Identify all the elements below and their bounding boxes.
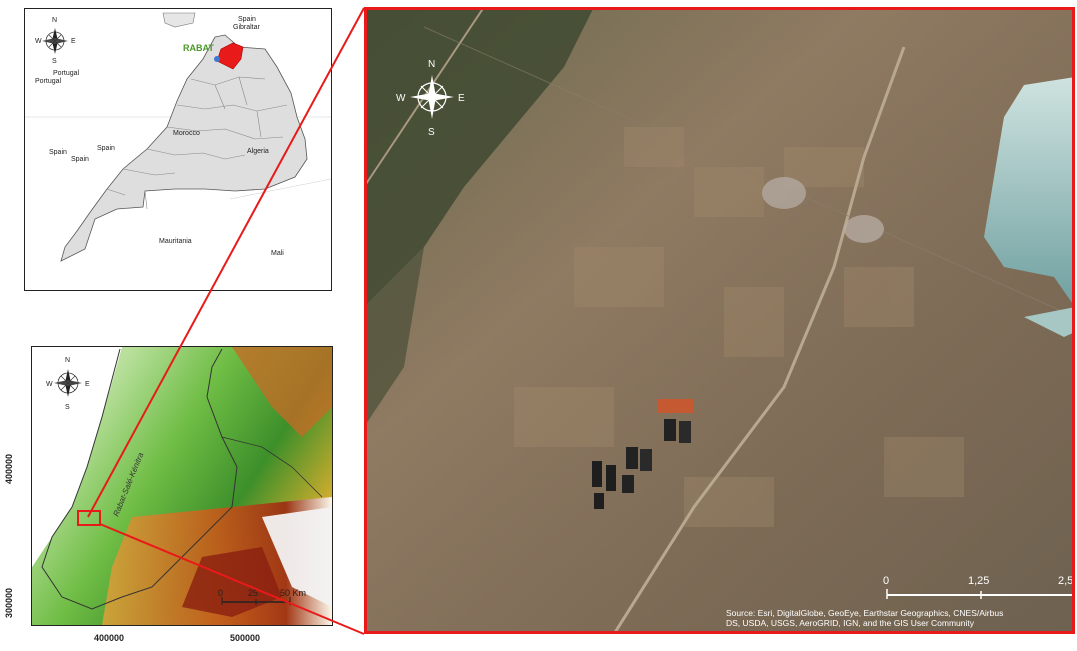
compass-w: W xyxy=(46,381,53,388)
overview-map: N S W E RABAT Spain Gibraltar Portugal P… xyxy=(25,12,331,262)
reservoir-water xyxy=(984,77,1072,303)
iberia-shape xyxy=(162,12,196,28)
rabat-label: RABAT xyxy=(183,43,214,53)
scale-end: 50 Km xyxy=(280,588,306,598)
satellite-image: N S W E 0 1,25 2,5 Source: Esri, Digital… xyxy=(367,10,1073,631)
label-mauritania: Mauritania xyxy=(159,238,192,245)
satellite-map-panel: N S W E 0 1,25 2,5 Source: Esri, Digital… xyxy=(364,7,1075,634)
label-portugal-1: Portugal xyxy=(53,70,80,77)
label-portugal-2: Portugal xyxy=(35,78,62,85)
label-spain-b: Spain xyxy=(71,156,89,163)
compass-e: E xyxy=(85,381,90,388)
y-tick-300000: 300000 xyxy=(4,587,15,619)
compass-rose-icon xyxy=(42,28,68,54)
compass-e: E xyxy=(458,93,465,104)
scale-mid: 25 xyxy=(248,588,258,598)
label-spain-a: Spain xyxy=(49,149,67,156)
greenhouse-cluster xyxy=(592,399,694,509)
scale-end: 2,5 xyxy=(1058,575,1073,587)
label-spain-c: Spain xyxy=(97,145,115,152)
compass-rose-icon xyxy=(410,75,454,119)
attribution-line-1: Source: Esri, DigitalGlobe, GeoEye, Eart… xyxy=(726,608,1003,618)
label-morocco: Morocco xyxy=(173,130,200,137)
scale-zero: 0 xyxy=(883,575,889,587)
attribution-line-2: DS, USDA, USGS, AeroGRID, IGN, and the G… xyxy=(726,618,975,628)
label-spain-gibraltar-1: Spain xyxy=(238,16,256,23)
y-tick-400000: 400000 xyxy=(4,453,15,485)
x-tick-500000: 500000 xyxy=(230,633,261,643)
overview-map-panel: N S W E RABAT Spain Gibraltar Portugal P… xyxy=(24,8,332,291)
compass-w: W xyxy=(396,93,406,104)
compass-n: N xyxy=(65,357,70,364)
scale-mid: 1,25 xyxy=(968,575,989,587)
rabat-marker xyxy=(214,56,220,62)
label-algeria: Algeria xyxy=(247,148,269,155)
compass-w: W xyxy=(35,38,42,45)
compass-e: E xyxy=(71,38,76,45)
compass-s: S xyxy=(65,404,70,411)
regional-map-panel: N S W E Rabat-Salé-Kénitra 0 25 50 Km xyxy=(31,346,333,626)
regional-dem-map: N S W E Rabat-Salé-Kénitra 0 25 50 Km xyxy=(32,347,332,625)
compass-n: N xyxy=(52,17,57,24)
compass-s: S xyxy=(428,127,435,138)
compass-s: S xyxy=(52,58,57,65)
compass-n: N xyxy=(428,59,435,70)
scale-zero: 0 xyxy=(218,588,223,598)
label-spain-gibraltar-2: Gibraltar xyxy=(233,24,261,31)
scalebar: 0 1,25 2,5 xyxy=(883,575,1073,599)
compass-rose-icon xyxy=(54,369,82,397)
label-mali: Mali xyxy=(271,250,284,257)
x-tick-400000: 400000 xyxy=(94,633,125,643)
